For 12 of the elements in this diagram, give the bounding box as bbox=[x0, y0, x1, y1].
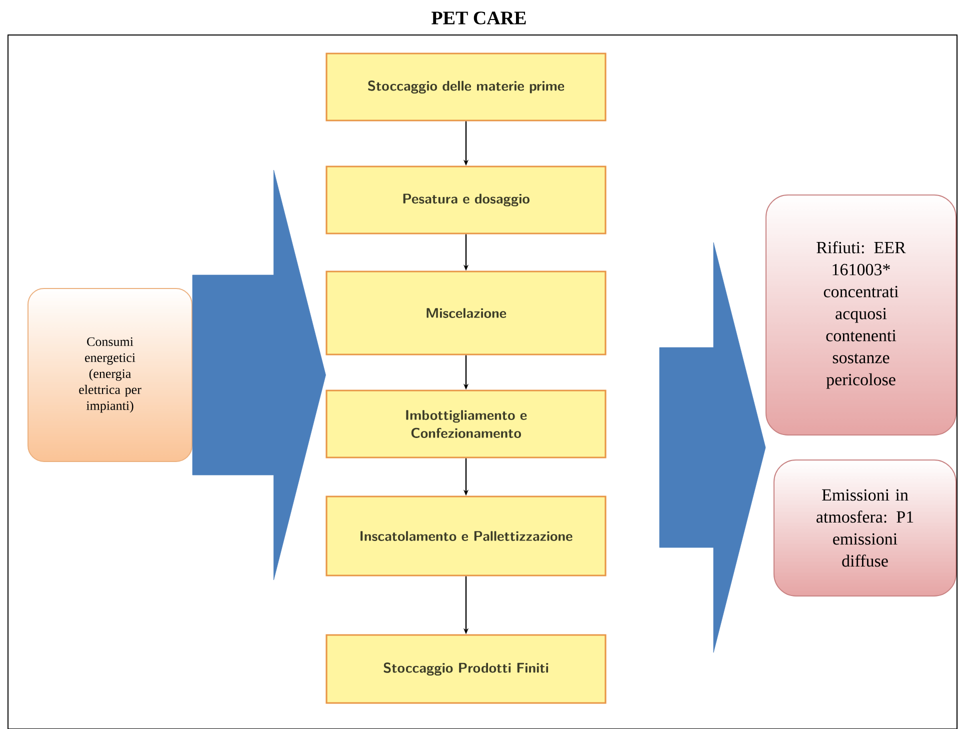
process-box: Stoccaggio Prodotti Finiti bbox=[326, 634, 606, 704]
input-box: Consumi energetici (energia elettrica per impianti) bbox=[28, 288, 192, 462]
process-box: Pesatura e dosaggio bbox=[326, 166, 606, 234]
process-box: Inscatolamento e Pallettizzazione bbox=[326, 496, 606, 576]
title: PET CARE bbox=[432, 12, 526, 24]
block-arrow bbox=[192, 170, 326, 580]
process-box: Imbottigliamento e Confezionamento bbox=[326, 390, 606, 458]
process-box: Stoccaggio delle materie prime bbox=[326, 52, 606, 122]
output-box: Emissioni in atmosfera: P1 emissioni diffuse bbox=[774, 460, 956, 596]
block-arrow bbox=[659, 242, 766, 653]
process-box: Miscelazione bbox=[326, 270, 606, 356]
output-box: Rifiuti: EER 161003* concentrati acquosi contenenti sostanze pericolose bbox=[766, 194, 956, 436]
